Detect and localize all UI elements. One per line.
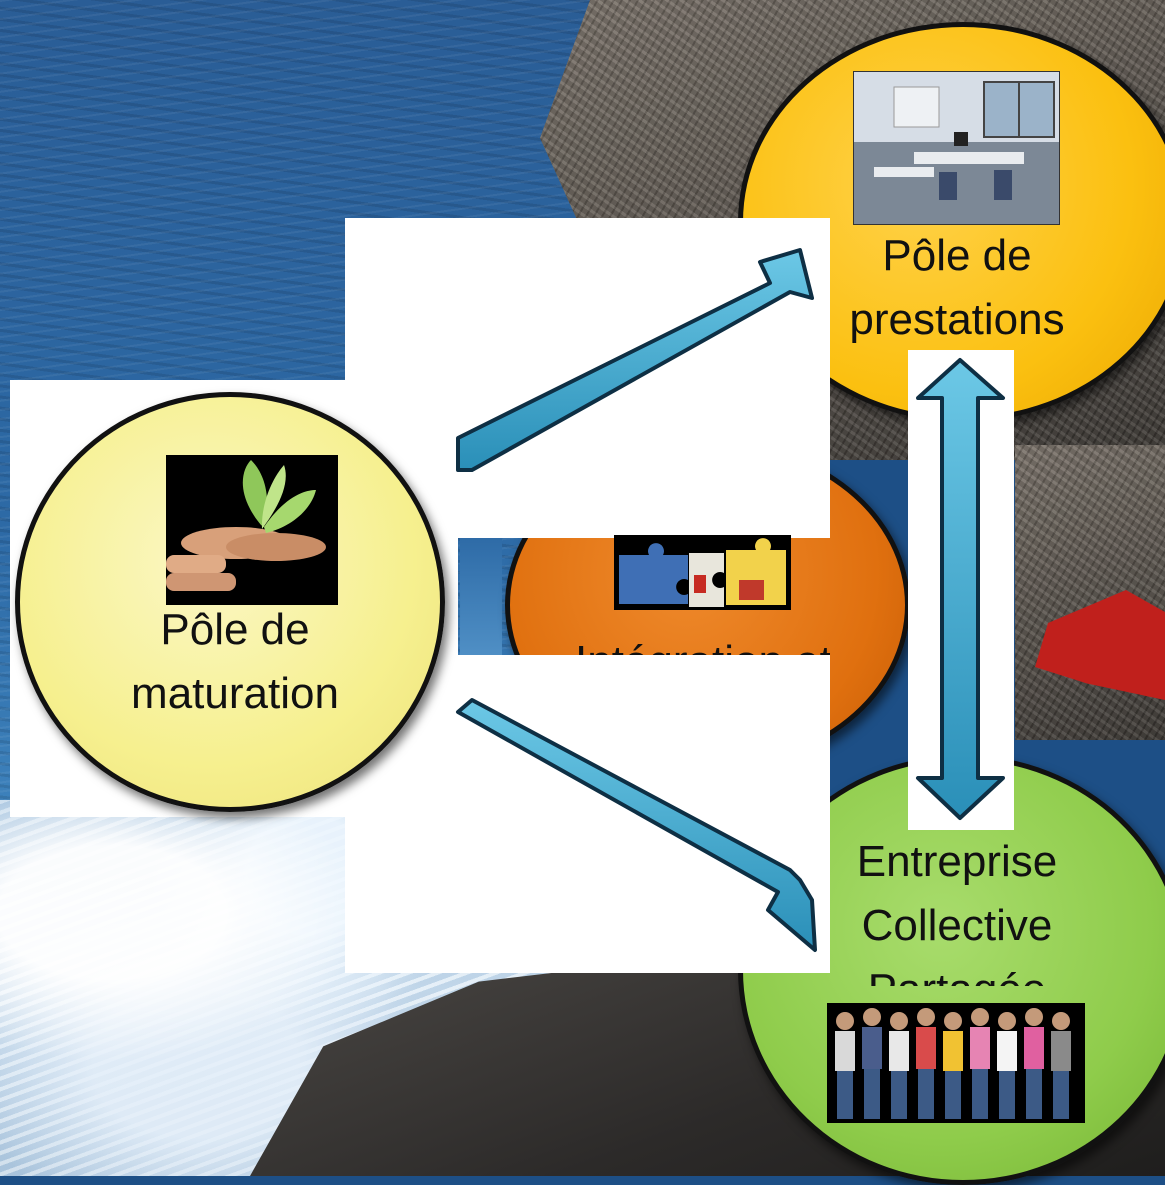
sea-patch (460, 535, 502, 655)
node-prestations-label-line-2: prestations (849, 295, 1065, 344)
arrow-prestations-entreprise-double (916, 358, 1005, 820)
office-room-icon (854, 72, 1059, 224)
puzzle-pieces-icon (619, 538, 786, 607)
node-prestations-label: Pôle de prestations (826, 224, 1088, 352)
node-maturation-label-line-2: maturation (131, 669, 339, 718)
node-maturation-label-line-1: Pôle de (160, 605, 310, 654)
plant-in-hands-picture (166, 455, 338, 605)
office-room-picture (853, 71, 1060, 225)
node-integration-label-line-1: Intégration et (575, 630, 830, 656)
group-of-people-icon (835, 1008, 1071, 1119)
plant-in-hands-icon (166, 460, 326, 591)
group-of-people-picture (827, 1003, 1085, 1123)
node-entreprise-label-line-2: Collective (861, 901, 1053, 950)
node-entreprise-label: Entreprise Collective Partagée (826, 830, 1088, 986)
node-entreprise-label-line-1: Entreprise (856, 837, 1058, 886)
arrow-maturation-to-entreprise (456, 698, 817, 952)
node-entreprise-label-line-3: Partagée (826, 958, 1088, 986)
arrow-maturation-to-prestations (456, 248, 814, 472)
node-maturation-label: Pôle de maturation (105, 598, 365, 726)
node-integration-label-clip: Intégration et (505, 538, 830, 656)
node-integration-label: Intégration et (575, 630, 830, 656)
puzzle-pieces-picture (614, 535, 791, 610)
node-prestations-label-line-1: Pôle de (882, 231, 1032, 280)
